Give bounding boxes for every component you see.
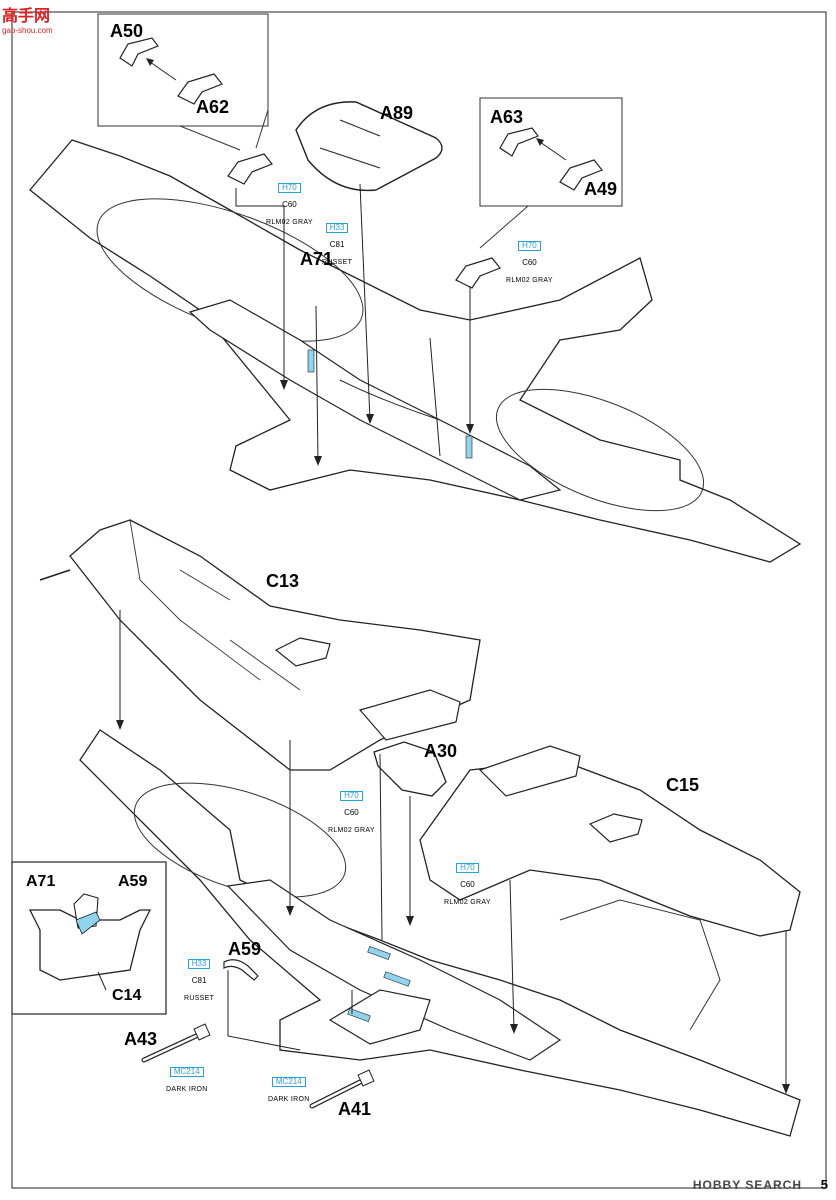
- label-a59: A59: [228, 939, 262, 959]
- inset-box-a63-a49: [479, 97, 623, 207]
- lower-wing-top: [29, 139, 802, 563]
- part-a43: [141, 1023, 211, 1063]
- inset-a59: [75, 911, 101, 935]
- highlight-part: [347, 1008, 371, 1022]
- highlight-part: [465, 435, 473, 459]
- label-a50: A50: [110, 21, 144, 41]
- label-a63: A63: [490, 107, 524, 127]
- part-a63: [499, 127, 539, 157]
- label-c14: C14: [112, 987, 142, 1004]
- upper-wing-c15: [419, 759, 801, 937]
- page-border: [11, 11, 827, 1189]
- c13-panel: [274, 637, 331, 667]
- watermark-logo: 高手网 gao-shou.com: [2, 8, 53, 35]
- label-a62: A62: [196, 97, 230, 117]
- part-a62: [177, 73, 223, 105]
- label-a59-inset: A59: [118, 873, 148, 890]
- guide-lines-top: [235, 183, 471, 463]
- label-a89: A89: [380, 103, 414, 123]
- wheel-well-outline: [495, 388, 705, 512]
- highlight-part: [383, 971, 411, 987]
- pitot: [39, 569, 71, 581]
- page-number: 5: [820, 1177, 828, 1192]
- part-a50: [119, 37, 159, 67]
- label-a43: A43: [124, 1029, 158, 1049]
- part-a89: [295, 101, 443, 192]
- part-a41: [309, 1069, 375, 1109]
- upper-wing-c13: [69, 519, 481, 771]
- part-a49-placed: [455, 257, 501, 289]
- highlight-part: [367, 946, 391, 960]
- c13-flap-detail: [358, 689, 461, 741]
- inset-box-a50-a62: [97, 13, 269, 127]
- label-a30: A30: [424, 741, 458, 761]
- highlight-part: [307, 349, 315, 373]
- inset-pointer: [255, 109, 269, 149]
- arrow-line: [149, 61, 177, 81]
- label-a71-inset: A71: [26, 873, 56, 890]
- c15-flap-detail: [478, 745, 581, 797]
- label-a41: A41: [338, 1099, 372, 1119]
- guide-lines-bottom: [119, 610, 787, 1090]
- inset-pointer: [179, 125, 241, 151]
- seat-area: [328, 989, 431, 1045]
- label-a49: A49: [584, 179, 618, 199]
- part-a30: [373, 741, 447, 797]
- wheel-well-outline: [133, 782, 347, 898]
- c15-panel: [588, 813, 643, 843]
- label-a71: A71: [300, 249, 334, 269]
- wheel-bay-detail-bottom: [226, 879, 562, 1061]
- part-a62-placed: [227, 153, 273, 185]
- part-a49: [559, 159, 603, 191]
- part-a59: [223, 959, 259, 981]
- arrow-head: [146, 58, 154, 66]
- label-c13: C13: [266, 571, 300, 591]
- footer-brand: HOBBY SEARCH: [692, 1178, 802, 1192]
- label-c15: C15: [666, 775, 700, 795]
